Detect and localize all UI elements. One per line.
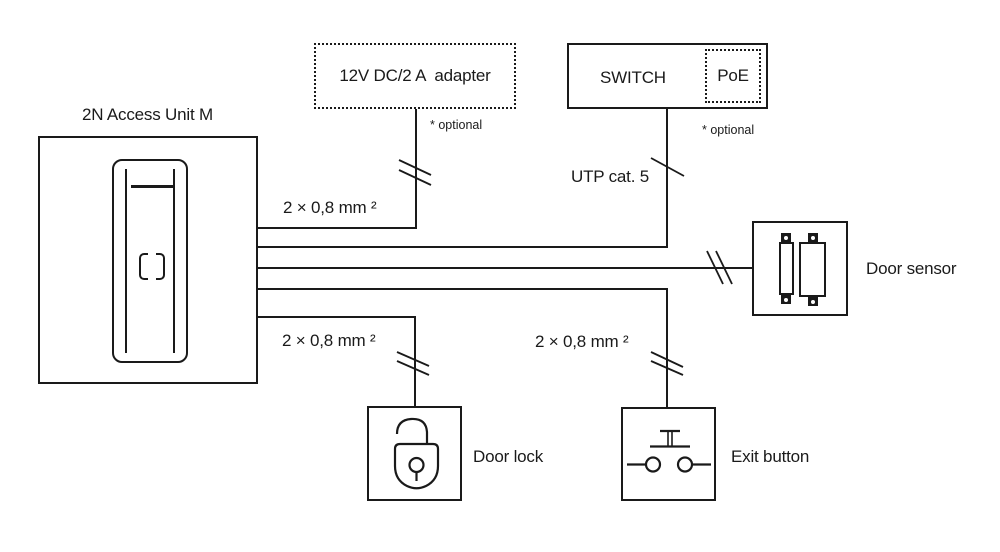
door-lock-box	[367, 406, 462, 501]
cable-break-adapter	[398, 159, 432, 186]
poe-label: PoE	[717, 66, 749, 86]
sensor-terminal-icon	[808, 233, 818, 242]
adapter-cable-label: 2 × 0,8 mm ²	[283, 198, 377, 217]
door-lock-cable-label: 2 × 0,8 mm ²	[282, 331, 376, 350]
switch-optional-note: * optional	[702, 123, 755, 137]
cable-break-door-sensor	[706, 250, 733, 285]
switch-box: SWITCH PoE	[567, 43, 768, 109]
cable-break-door-lock	[396, 351, 430, 376]
adapter-label: 12V DC/2 A adapter	[339, 66, 491, 86]
access-unit-title: 2N Access Unit M	[82, 105, 213, 124]
exit-button-cable-label: 2 × 0,8 mm ²	[535, 332, 629, 351]
reader-right-line	[173, 169, 175, 353]
sensor-terminal-icon	[781, 295, 791, 304]
reader-bracket-left-icon	[139, 253, 148, 280]
door-lock-label: Door lock	[473, 447, 544, 466]
sensor-terminal-icon	[808, 297, 818, 306]
exit-button-label: Exit button	[731, 447, 810, 466]
access-unit-box	[38, 136, 258, 384]
reader-left-line	[125, 169, 127, 353]
door-sensor-box	[752, 221, 848, 316]
adapter-optional-note: * optional	[430, 118, 483, 132]
push-button-icon	[627, 429, 711, 473]
switch-label: SWITCH	[600, 68, 666, 87]
rfid-reader-icon	[112, 159, 188, 363]
cable-break-exit-button	[650, 351, 684, 376]
sensor-terminal-icon	[781, 233, 791, 242]
cable-break-utp	[650, 157, 685, 177]
sensor-magnet-part	[779, 242, 794, 295]
reader-top-bar	[131, 185, 175, 188]
utp-cable-label: UTP cat. 5	[571, 167, 649, 186]
poe-box: PoE	[705, 49, 761, 103]
door-sensor-label: Door sensor	[866, 259, 957, 278]
sensor-switch-part	[799, 242, 826, 297]
padlock-icon	[393, 417, 440, 490]
exit-button-box	[621, 407, 716, 501]
reader-bracket-right-icon	[156, 253, 165, 280]
adapter-box: 12V DC/2 A adapter	[314, 43, 516, 109]
